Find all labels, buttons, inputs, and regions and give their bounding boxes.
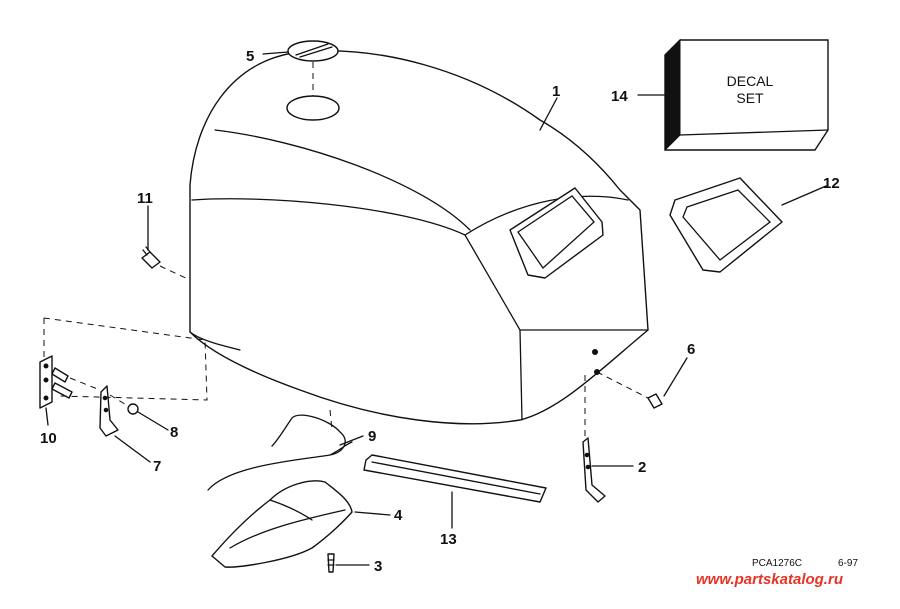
cover-cap xyxy=(287,40,339,62)
latch-wire xyxy=(207,414,353,491)
latch-bracket xyxy=(582,437,606,503)
callout-7: 7 xyxy=(153,458,161,475)
callout-numbers: 1 5 14 12 11 6 10 8 9 7 2 4 13 3 xyxy=(40,48,840,575)
hinge-bracket xyxy=(39,355,73,409)
callout-8: 8 xyxy=(170,424,178,441)
callout-4: 4 xyxy=(394,507,403,524)
screw-11 xyxy=(141,246,161,269)
lower-shroud xyxy=(211,480,353,568)
callout-9: 9 xyxy=(368,428,376,445)
decal-label-line1: DECAL xyxy=(727,73,774,89)
callout-6: 6 xyxy=(687,341,695,358)
callout-10: 10 xyxy=(40,430,57,447)
decal-set-box: DECAL SET xyxy=(664,38,829,152)
engine-cover xyxy=(189,50,649,425)
window-seal xyxy=(669,177,783,273)
callout-14: 14 xyxy=(611,88,628,105)
screw-6 xyxy=(647,393,663,409)
callout-2: 2 xyxy=(638,459,646,476)
cover-window xyxy=(509,187,604,279)
callout-3: 3 xyxy=(374,558,382,575)
drawing-code: PCA1276C xyxy=(752,558,802,569)
callout-5: 5 xyxy=(246,48,254,65)
link-bracket xyxy=(99,385,119,437)
leader-lines xyxy=(45,51,827,566)
callout-13: 13 xyxy=(440,531,457,548)
screw-3 xyxy=(327,553,335,573)
decal-label-line2: SET xyxy=(736,90,764,106)
watermark: www.partskatalog.ru xyxy=(696,571,843,588)
alignment-lines xyxy=(43,62,649,438)
callout-12: 12 xyxy=(823,175,840,192)
fuel-cap-opening xyxy=(286,95,340,121)
seal-strip xyxy=(363,454,547,503)
callout-1: 1 xyxy=(552,83,560,100)
nut xyxy=(127,403,139,415)
callout-11: 11 xyxy=(137,190,153,207)
drawing-date: 6-97 xyxy=(838,558,858,569)
